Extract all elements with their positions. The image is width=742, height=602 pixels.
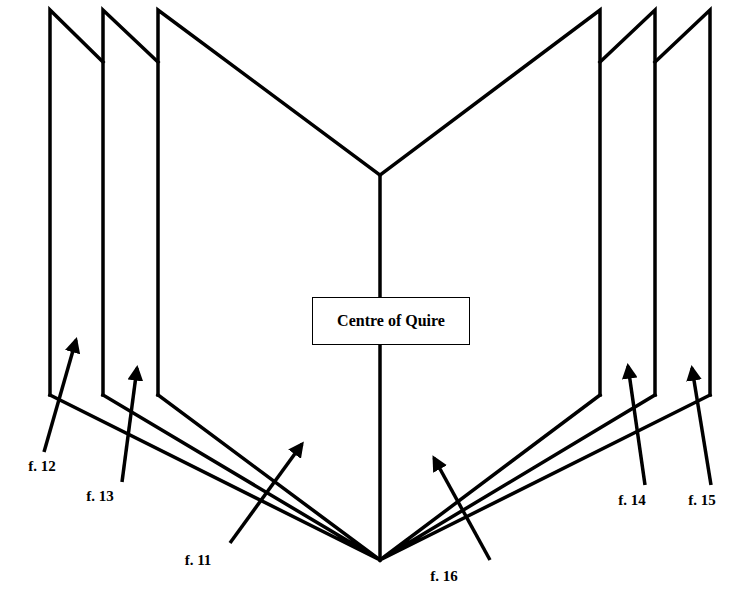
leaf-bottom <box>50 395 710 560</box>
leaf-outline <box>103 10 158 395</box>
folio-label: f. 15 <box>688 492 716 509</box>
folio-label: f. 12 <box>28 458 56 475</box>
folio-label: f. 16 <box>430 568 458 585</box>
leader-arrow <box>44 340 76 452</box>
leader-arrow <box>122 368 137 482</box>
folio-label: f. 14 <box>618 492 646 509</box>
leader-arrow <box>230 444 302 543</box>
label-box: Centre of Quire <box>312 297 470 345</box>
leader-arrow <box>628 366 645 485</box>
folio-label: f. 13 <box>86 488 114 505</box>
leader-arrow <box>434 458 490 560</box>
leader-arrow <box>692 368 711 485</box>
leaf-outline <box>50 10 103 395</box>
leaf-outline <box>600 10 655 395</box>
folio-label: f. 11 <box>185 552 212 569</box>
leaf-outline <box>655 10 710 395</box>
box-text: Centre of Quire <box>337 312 445 330</box>
spine-line <box>378 175 382 560</box>
